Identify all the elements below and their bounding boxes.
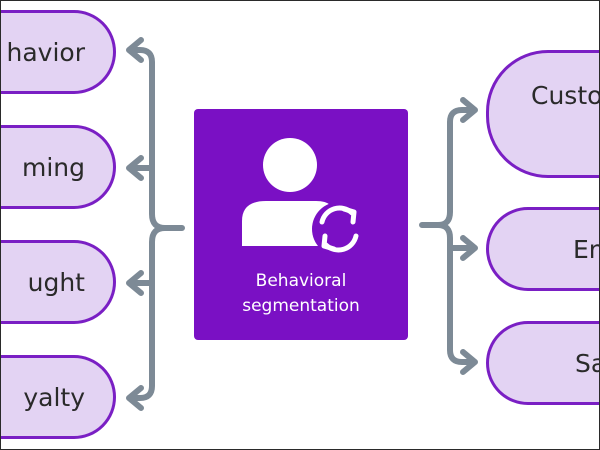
- right-node-label: En: [573, 234, 600, 264]
- center-label-line-2: segmentation: [242, 296, 360, 316]
- left-node-timing: ming: [0, 125, 116, 209]
- right-node-satisfaction: Sa: [486, 321, 600, 405]
- center-node: Behavioral segmentation: [194, 109, 408, 340]
- left-arrow-head-2: [126, 155, 144, 181]
- right-arrow-head-1: [460, 97, 478, 123]
- left-arrow-head-4: [126, 385, 144, 411]
- left-node-loyalty: yalty: [0, 355, 116, 439]
- left-bracket: [128, 47, 185, 401]
- right-node-customer: Custo: [486, 50, 600, 178]
- left-node-behavior: havior: [0, 10, 116, 94]
- user-refresh-icon: [242, 138, 366, 256]
- left-node-label: yalty: [23, 382, 85, 412]
- center-label-line-1: Behavioral: [255, 271, 347, 291]
- left-arrow-head-3: [126, 270, 144, 296]
- right-bracket: [419, 107, 475, 365]
- right-node-engagement: En: [486, 207, 600, 291]
- right-node-label: Sa: [575, 348, 600, 378]
- left-arrow-head-1: [126, 37, 144, 63]
- left-node-label: havior: [6, 37, 85, 67]
- right-arrow-head-2: [460, 235, 478, 261]
- center-node-label: Behavioral segmentation: [194, 269, 408, 319]
- left-node-label: ught: [27, 267, 85, 297]
- left-node-bought: ught: [0, 240, 116, 324]
- right-node-label: Custo: [531, 81, 600, 110]
- right-arrow-head-3: [460, 349, 478, 375]
- left-node-label: ming: [21, 152, 85, 182]
